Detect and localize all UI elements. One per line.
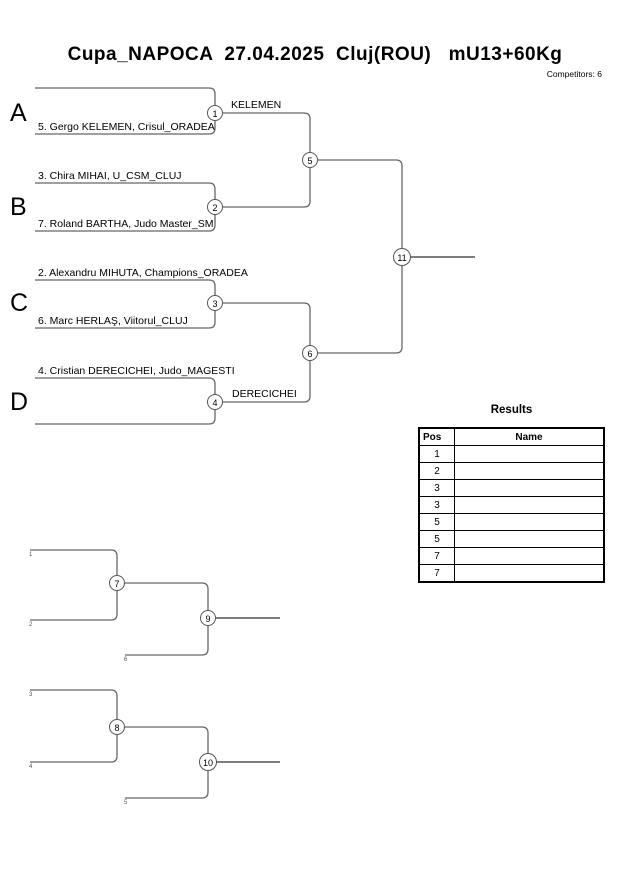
pool-letter-c: C — [10, 289, 29, 317]
match-node-3[interactable]: 3 — [207, 295, 223, 311]
match-node-11[interactable]: 11 — [393, 248, 411, 266]
match-node-1[interactable]: 1 — [207, 105, 223, 121]
feed-label-5: 5 — [124, 800, 128, 806]
line-rep-feed5 — [125, 770, 209, 799]
line-rep-feed4 — [30, 735, 118, 763]
results-col-name: Name — [454, 427, 605, 446]
feed-label-4: 4 — [29, 764, 33, 770]
line-rep-feed3 — [30, 689, 118, 719]
results-name — [454, 564, 605, 583]
line-d-bottom-bye — [35, 410, 216, 425]
pool-letter-b: B — [10, 193, 27, 221]
results-pos: 7 — [418, 564, 455, 583]
results-row: 7 — [418, 564, 605, 583]
results-table: Pos Name 1 2 3 3 5 — [418, 427, 605, 583]
match-node-5[interactable]: 5 — [302, 152, 318, 168]
line-match5-out — [318, 159, 403, 249]
results-row: 5 — [418, 530, 605, 548]
line-match8-out — [125, 726, 209, 754]
line-rep-feed2 — [30, 591, 118, 621]
line-a-bottom — [35, 121, 216, 135]
line-c-bottom — [35, 311, 216, 329]
line-match4-out — [223, 361, 311, 403]
results-row: 3 — [418, 496, 605, 514]
competitor-derecichei[interactable]: 4. Cristian DERECICHEI, Judo_MAGESTI — [38, 365, 235, 377]
results-pos: 2 — [418, 462, 455, 480]
competitor-kelemen[interactable]: 5. Gergo KELEMEN, Crisul_ORADEA — [38, 121, 215, 133]
line-match6-out — [318, 265, 403, 354]
match-node-9[interactable]: 9 — [200, 610, 216, 626]
match-node-10[interactable]: 10 — [199, 753, 217, 771]
results-row: 3 — [418, 479, 605, 497]
line-match2-out — [223, 168, 311, 208]
pool-letter-a: A — [10, 99, 27, 127]
results-name — [454, 462, 605, 480]
line-rep-feed1 — [30, 549, 118, 575]
results-name — [454, 479, 605, 497]
match-node-2[interactable]: 2 — [207, 199, 223, 215]
results-row: 5 — [418, 513, 605, 531]
results-name — [454, 513, 605, 531]
line-a-top-bye — [35, 87, 216, 105]
results-row: 7 — [418, 547, 605, 565]
competitors-count: Competitors: 6 — [546, 69, 602, 79]
feed-label-2: 2 — [29, 622, 33, 628]
results-row: 2 — [418, 462, 605, 480]
results-name — [454, 445, 605, 463]
competitor-bartha[interactable]: 7. Roland BARTHA, Judo Master_SM — [38, 218, 214, 230]
results-pos: 5 — [418, 530, 455, 548]
line-match3-out — [223, 302, 311, 345]
results-pos: 7 — [418, 547, 455, 565]
results-title: Results — [490, 404, 533, 416]
line-b-top — [35, 182, 216, 199]
results-name — [454, 547, 605, 565]
results-row: 1 — [418, 445, 605, 463]
results-pos: 5 — [418, 513, 455, 531]
competitor-herlas[interactable]: 6. Marc HERLAŞ, Viitorul_CLUJ — [38, 315, 188, 327]
line-match1-out — [223, 112, 311, 152]
feed-label-3: 3 — [29, 692, 33, 698]
match-node-6[interactable]: 6 — [302, 345, 318, 361]
results-pos: 1 — [418, 445, 455, 463]
line-c-top — [35, 279, 216, 295]
feed-label-6: 6 — [124, 657, 128, 663]
match-node-8[interactable]: 8 — [109, 719, 125, 735]
results-header-row: Pos Name — [418, 427, 605, 446]
feed-label-1: 1 — [29, 552, 33, 558]
line-match7-out — [125, 582, 209, 610]
winner-label-match1: KELEMEN — [231, 99, 282, 111]
pool-letter-d: D — [10, 388, 29, 416]
line-b-bottom — [35, 215, 216, 232]
results-name — [454, 496, 605, 514]
competitor-mihuta[interactable]: 2. Alexandru MIHUTA, Champions_ORADEA — [38, 267, 248, 279]
results-col-pos: Pos — [418, 427, 455, 446]
results-pos: 3 — [418, 479, 455, 497]
line-rep-feed6 — [125, 626, 209, 656]
line-d-top — [35, 377, 216, 394]
match-node-7[interactable]: 7 — [109, 575, 125, 591]
results-pos: 3 — [418, 496, 455, 514]
page-title: Cupa_NAPOCA 27.04.2025 Cluj(ROU) mU13+60… — [67, 44, 563, 65]
winner-label-match4: DERECICHEI — [232, 388, 297, 400]
results-name — [454, 530, 605, 548]
competitor-mihai[interactable]: 3. Chira MIHAI, U_CSM_CLUJ — [38, 170, 182, 182]
match-node-4[interactable]: 4 — [207, 394, 223, 410]
